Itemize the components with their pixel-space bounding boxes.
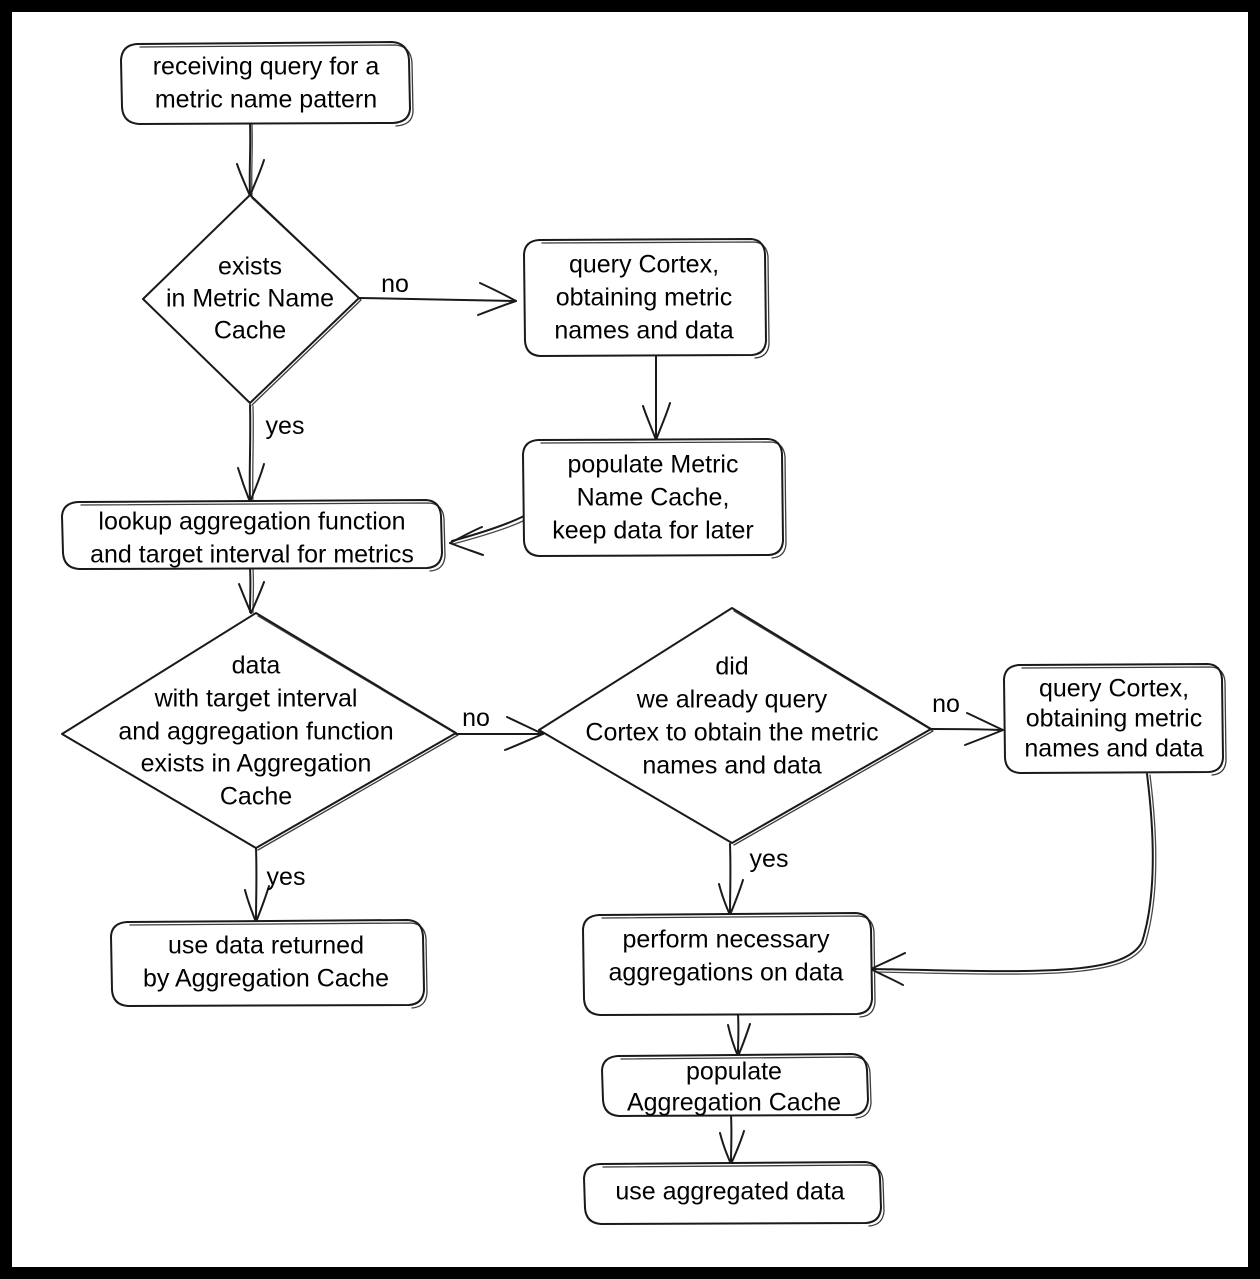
- node-text-line: and aggregation function: [118, 718, 393, 746]
- node-use-data-returned[interactable]: use data returned by Aggregation Cache: [110, 919, 428, 1009]
- node-text-line: keep data for later: [552, 517, 754, 545]
- node-text-line: did: [715, 653, 748, 681]
- node-shape-rounded-rect: [601, 1053, 869, 1117]
- node-shape-rounded-rect: [61, 499, 443, 570]
- node-shape-sketch-overlay: [80, 502, 446, 572]
- node-text-line: data: [232, 652, 281, 680]
- node-text-line: names and data: [1024, 735, 1203, 763]
- edge-label-yes: yes: [267, 863, 306, 891]
- node-shape-diamond: [538, 607, 932, 844]
- edge-populate-cache-to-lookup: [449, 515, 526, 556]
- node-query-cortex-right[interactable]: query Cortex, obtaining metric names and…: [1003, 663, 1227, 776]
- edge-label-no: no: [381, 270, 409, 298]
- node-did-we-already-query-cortex[interactable]: did we already query Cortex to obtain th…: [538, 607, 934, 846]
- edge-label-no: no: [462, 704, 490, 732]
- node-shape-sketch-overlay: [1021, 666, 1227, 776]
- node-text-line: populate Metric: [568, 451, 739, 479]
- node-text-line: use aggregated data: [615, 1178, 844, 1206]
- node-populate-metric-name-cache[interactable]: populate Metric Name Cache, keep data fo…: [522, 438, 787, 559]
- diagram-canvas: receiving query for a metric name patter…: [12, 12, 1248, 1267]
- node-shape-rounded-rect: [110, 919, 425, 1007]
- node-exists-in-metric-name-cache[interactable]: exists in Metric Name Cache: [142, 194, 362, 406]
- node-shape-sketch-overlay: [601, 915, 876, 1018]
- node-text-line: use data returned: [168, 932, 364, 960]
- node-text-line: names and data: [642, 752, 821, 780]
- edge-did-query-yes-to-perform-aggregations: [718, 843, 744, 916]
- edge-perform-aggregations-to-populate-agg-cache: [727, 1013, 751, 1057]
- edge-exists-yes-to-lookup: [237, 404, 265, 503]
- node-shape-rounded-rect: [583, 1161, 882, 1225]
- node-text-line: query Cortex,: [569, 251, 719, 279]
- node-text-line: and target interval for metrics: [90, 541, 414, 569]
- node-text-line: Aggregation Cache: [627, 1089, 841, 1117]
- node-text-line: we already query: [636, 686, 828, 714]
- edge-query-cortex2-to-perform-aggregations: [870, 773, 1157, 986]
- edge-data-exists-no-to-did-query: [455, 716, 544, 751]
- node-shape-rounded-rect: [120, 41, 411, 125]
- node-query-cortex-top[interactable]: query Cortex, obtaining metric names and…: [523, 238, 770, 359]
- node-text-line: Cortex to obtain the metric: [585, 719, 878, 747]
- node-text-line: by Aggregation Cache: [143, 965, 389, 993]
- node-use-aggregated-data[interactable]: use aggregated data: [583, 1161, 885, 1227]
- node-perform-necessary-aggregations[interactable]: perform necessary aggregations on data: [582, 912, 876, 1018]
- node-data-exists-in-aggregation-cache[interactable]: data with target interval and aggregatio…: [61, 612, 459, 851]
- edge-receiving-to-exists: [236, 122, 265, 197]
- node-shape-diamond: [61, 612, 457, 849]
- node-shape-sketch-overlay: [602, 1164, 885, 1227]
- edge-query-cortex-to-populate-cache: [642, 353, 671, 441]
- node-shape-sketch-overlay: [129, 922, 428, 1009]
- node-shape-sketch-overlay: [620, 1056, 872, 1119]
- node-text-line: exists: [218, 253, 282, 281]
- node-text-line: with target interval: [154, 685, 358, 713]
- node-text-line: obtaining metric: [556, 284, 732, 312]
- edge-populate-agg-cache-to-use-aggregated-data: [719, 1114, 745, 1165]
- node-text-line: metric name pattern: [155, 86, 377, 114]
- node-shape-sketch-overlay: [257, 615, 459, 851]
- node-lookup-aggregation-function[interactable]: lookup aggregation function and target i…: [61, 499, 446, 572]
- node-text-line: Cache: [214, 317, 286, 345]
- node-text-line: Cache: [220, 783, 292, 811]
- node-text-line: populate: [686, 1058, 782, 1086]
- edge-data-exists-yes-to-use-data: [244, 847, 270, 923]
- edge-exists-no-to-query-cortex: [359, 282, 517, 316]
- node-shape-sketch-overlay: [733, 610, 934, 846]
- node-text-line: names and data: [554, 317, 733, 345]
- node-text-line: obtaining metric: [1026, 705, 1202, 733]
- node-text-line: aggregations on data: [609, 959, 844, 987]
- node-text-line: receiving query for a: [153, 53, 380, 81]
- edge-label-no: no: [932, 690, 960, 718]
- node-text-line: Name Cache,: [577, 484, 730, 512]
- node-text-line: perform necessary: [622, 926, 830, 954]
- node-shape-sketch-overlay: [139, 44, 414, 127]
- node-shape-rounded-rect: [582, 912, 873, 1016]
- node-populate-aggregation-cache[interactable]: populate Aggregation Cache: [601, 1053, 872, 1119]
- edge-label-yes: yes: [750, 845, 789, 873]
- node-shape-sketch-overlay: [541, 241, 770, 359]
- node-text-line: in Metric Name: [166, 285, 334, 313]
- node-receiving-query[interactable]: receiving query for a metric name patter…: [120, 41, 414, 127]
- edge-did-query-no-to-query-cortex2: [930, 712, 1004, 746]
- node-text-line: exists in Aggregation: [141, 750, 372, 778]
- flowchart-svg: receiving query for a metric name patter…: [61, 41, 1227, 1227]
- node-text-line: query Cortex,: [1039, 675, 1189, 703]
- node-shape-sketch-overlay: [540, 441, 787, 559]
- edge-label-yes: yes: [266, 412, 305, 440]
- edge-lookup-to-data-exists: [238, 567, 265, 614]
- node-text-line: lookup aggregation function: [98, 508, 405, 536]
- node-shape-sketch-overlay: [251, 197, 362, 406]
